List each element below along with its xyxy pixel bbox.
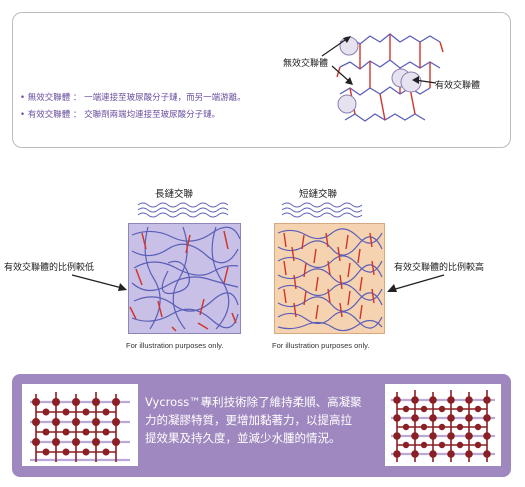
arrow-ineffective <box>321 36 351 57</box>
caption-short-chain: For illustration purposes only. <box>272 341 370 350</box>
caption-long-chain: For illustration purposes only. <box>126 341 224 350</box>
arrow-ineffective-2 <box>331 65 353 85</box>
lattice-illustration-right <box>385 384 501 466</box>
note-higher-effective-ratio: 有效交聯體的比例較高 <box>394 263 485 273</box>
label-effective-crosslinker: 有效交聯體 <box>435 81 481 91</box>
label-ineffective-crosslinker: 無效交聯體 <box>283 59 329 69</box>
crosslink-legend-panel <box>12 12 511 148</box>
vycross-description-line-1: Vycross™專利技術除了維持柔順、高凝聚 <box>145 395 362 409</box>
crosslink-network-diagram <box>336 33 444 122</box>
vycross-description: Vycross™專利技術除了維持柔順、高凝聚 力的凝膠特質，更增加黏著力，以提高… <box>145 393 379 447</box>
legend-effective-crosslinker: • 有效交聯體 ： 交聯劑兩端均連接至玻尿酸分子鏈。 <box>20 110 221 120</box>
arrow-left-note <box>71 274 127 291</box>
lattice-illustration-left <box>22 384 138 466</box>
arrow-effective <box>412 76 437 84</box>
arrow-right-note <box>387 274 445 292</box>
short-chain-network-box <box>274 223 385 334</box>
title-long-chain: 長鏈交聯 <box>155 189 194 200</box>
wave-short-chain <box>281 202 363 218</box>
vycross-description-line-3: 提效果及持久度，並減少水腫的情況。 <box>145 431 341 445</box>
note-lower-effective-ratio: 有效交聯體的比例較低 <box>4 263 95 273</box>
long-chain-network-box <box>128 223 241 334</box>
vycross-description-line-2: 力的凝膠特質，更增加黏著力，以提高拉 <box>145 413 352 427</box>
title-short-chain: 短鏈交聯 <box>299 189 338 200</box>
legend-ineffective-crosslinker: • 無效交聯體 ： 一端連接至玻尿酸分子鏈，而另一端游離。 <box>20 93 246 103</box>
wave-long-chain <box>137 202 229 218</box>
